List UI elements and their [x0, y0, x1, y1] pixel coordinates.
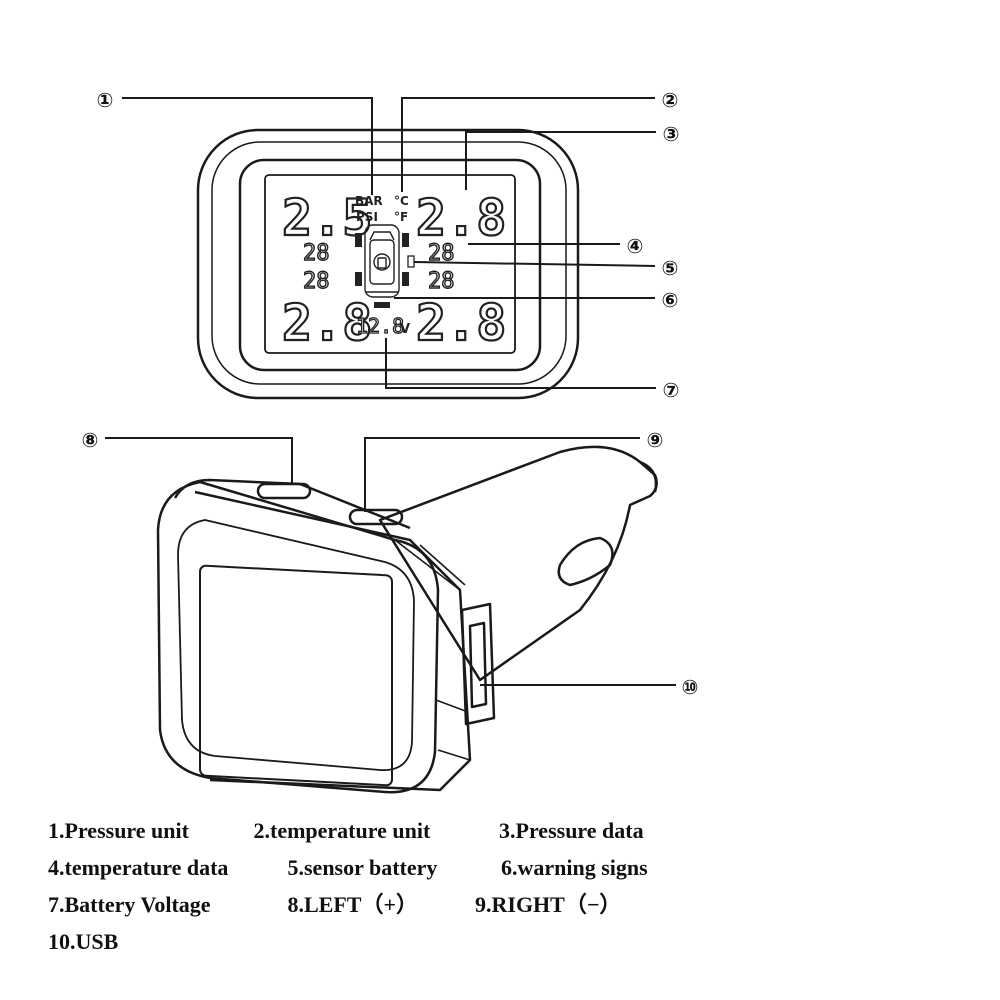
callout-6: ⑥ [656, 284, 684, 312]
temp-rear-left: 28 [303, 269, 330, 294]
device-side-view [156, 445, 658, 794]
leader-line-3 [465, 131, 656, 190]
callout-1-number: ① [97, 88, 114, 112]
legend: 1.Pressure unit 2.temperature unit 3.Pre… [48, 812, 948, 960]
warning-icon-rear-left [355, 272, 362, 286]
legend-item: 4.temperature data [48, 855, 229, 880]
callout-10-number: ⑩ [682, 675, 699, 699]
legend-item: 5.sensor battery [287, 855, 438, 880]
callouts-bottom: ⑧ ⑨ ⑩ [76, 424, 704, 699]
pressure-front-right: 2.8 [416, 189, 506, 247]
legend-row-4: 10.USB [48, 923, 948, 960]
tire-warning-icons [355, 233, 409, 308]
leader-line-8 [105, 437, 293, 485]
callout-6-number: ⑥ [662, 288, 679, 312]
car-icon [364, 224, 400, 298]
callout-1: ① [91, 84, 119, 112]
leader-line-9 [364, 437, 640, 512]
right-minus-button[interactable] [348, 508, 404, 526]
unit-bar-label: BAR [355, 194, 383, 208]
callout-10: ⑩ [676, 671, 704, 699]
device-body-side [194, 490, 472, 792]
leader-line-2 [401, 97, 655, 192]
pressure-rear-right: 2.8 [416, 294, 506, 352]
battery-voltage: 12.8 [356, 314, 404, 338]
temp-front-left: 28 [303, 241, 330, 266]
legend-item: 3.Pressure data [499, 818, 644, 843]
callout-8: ⑧ [76, 424, 104, 452]
device-front-bezel [177, 519, 415, 771]
plug-tip [639, 460, 658, 493]
battery-bars-icon [374, 302, 390, 308]
lcd-content: 2.5 2.8 2.8 2.8 BAR PSI °C °F 28 28 28 2… [281, 188, 508, 353]
callout-9: ⑨ [641, 424, 669, 452]
callout-3-number: ③ [663, 122, 680, 146]
sensor-battery-icon [407, 255, 415, 268]
leader-line-7 [385, 338, 656, 389]
callout-lines-top [122, 97, 656, 389]
unit-celsius-label: °C [394, 194, 409, 208]
legend-item: 8.LEFT（+） [287, 892, 419, 917]
legend-row-2: 4.temperature data 5.sensor battery 6.wa… [48, 849, 948, 886]
temp-rear-right: 28 [428, 269, 455, 294]
callout-lines-bottom [105, 437, 676, 686]
legend-row-3: 7.Battery Voltage 8.LEFT（+） 9.RIGHT（−） [48, 886, 948, 923]
legend-item: 10.USB [48, 929, 119, 954]
side-panel-lines [394, 539, 471, 761]
unit-psi-label: PSI [356, 210, 378, 224]
callout-8-number: ⑧ [82, 428, 99, 452]
voltage-unit: V [400, 322, 410, 337]
callout-9-number: ⑨ [647, 428, 664, 452]
callouts-top: ① ② ③ ④ ⑤ ⑥ ⑦ [91, 84, 685, 402]
callout-5: ⑤ [656, 252, 684, 280]
callout-2: ② [656, 84, 684, 112]
legend-item: 7.Battery Voltage [48, 892, 211, 917]
legend-item: 6.warning signs [501, 855, 648, 880]
warning-icon-rear-right [402, 272, 409, 286]
cigarette-plug [378, 445, 658, 682]
pressure-rear-left: 2.8 [282, 294, 372, 352]
callout-4-number: ④ [627, 234, 644, 258]
legend-item: 1.Pressure unit [48, 818, 189, 843]
callout-3: ③ [657, 118, 685, 146]
leader-line-5 [413, 261, 656, 267]
callout-4: ④ [621, 230, 649, 258]
plug-spring-contact [557, 536, 614, 587]
device-screen-side-view [199, 564, 393, 787]
device-bezel [211, 141, 567, 385]
callout-5-number: ⑤ [662, 256, 679, 280]
legend-item: 2.temperature unit [253, 818, 431, 843]
usb-port [460, 602, 496, 726]
legend-row-1: 1.Pressure unit 2.temperature unit 3.Pre… [48, 812, 948, 849]
callout-7-number: ⑦ [663, 378, 680, 402]
callout-2-number: ② [662, 88, 679, 112]
legend-item: 9.RIGHT（−） [475, 892, 622, 917]
warning-icon-front-left [355, 233, 362, 247]
device-front-face [156, 480, 440, 794]
warning-icon-front-right [402, 233, 409, 247]
unit-fahrenheit-label: °F [394, 210, 408, 224]
callout-7: ⑦ [657, 374, 685, 402]
leader-line-1 [122, 97, 373, 195]
left-plus-button[interactable] [256, 482, 312, 500]
